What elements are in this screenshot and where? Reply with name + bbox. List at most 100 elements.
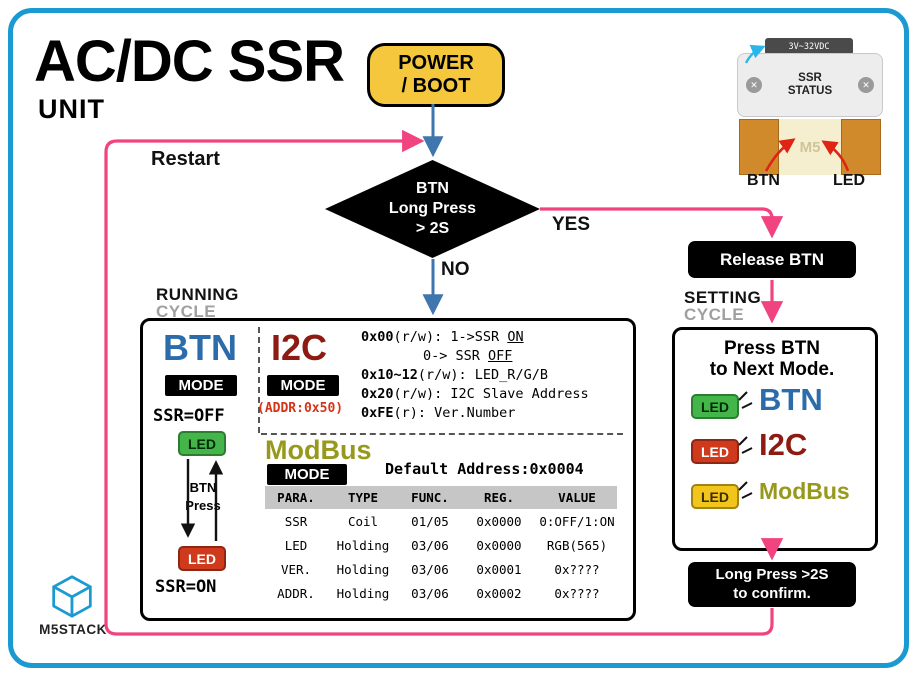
reg-addr: 0x20 xyxy=(361,386,394,402)
setting-mode-modbus: ModBus xyxy=(759,478,850,504)
modbus-table-cell: Coil xyxy=(347,513,379,529)
modbus-table: PARA. TYPE FUNC. REG. VALUE SSR Coil 01/… xyxy=(265,486,617,605)
reg-text: (r/w): I2C Slave Address xyxy=(393,386,589,402)
yes-label: YES xyxy=(552,214,591,235)
setting-mode-i2c: I2C xyxy=(759,427,808,462)
terminal-left xyxy=(739,119,779,175)
voltage-connector: 3V~32VDC xyxy=(765,38,853,55)
modbus-table-cell: 0x0000 xyxy=(476,513,522,529)
modbus-table-cell: 0x???? xyxy=(554,561,600,577)
modbus-table-cell: VER. xyxy=(280,561,312,577)
reg-text: (r): Ver.Number xyxy=(393,405,516,421)
modbus-table-header: FUNC. xyxy=(399,486,461,509)
modbus-table-cell: Holding xyxy=(336,585,390,601)
terminal-block: M5 xyxy=(739,119,881,175)
reg-addr: 0xFE xyxy=(361,405,394,421)
release-btn-box: Release BTN xyxy=(688,241,856,278)
ssr-off-label: SSR=OFF xyxy=(153,406,225,426)
setting-cycle-panel: Press BTN to Next Mode. LED BTN LED I2C … xyxy=(672,327,878,551)
reg-addr: 0x00 xyxy=(361,329,394,345)
confirm-box: Long Press >2S to confirm. xyxy=(688,562,856,607)
no-label: NO xyxy=(441,259,470,280)
register-line: 0xFE(r): Ver.Number xyxy=(361,404,589,423)
modbus-table-cell: Holding xyxy=(336,537,390,553)
setting-heading-line1: Press BTN xyxy=(723,338,821,359)
reg-text: (r/w): LED_R/G/B xyxy=(417,367,548,383)
product-led-label: LED xyxy=(833,172,865,189)
modbus-table-header: PARA. xyxy=(265,486,327,509)
modbus-mode-tag: MODE xyxy=(267,464,347,485)
power-boot-line1: POWER xyxy=(398,52,474,74)
confirm-line1: Long Press >2S xyxy=(715,565,829,583)
power-boot-line2: / BOOT xyxy=(401,75,471,97)
register-line: 0x10~12(r/w): LED_R/G/B xyxy=(361,366,589,385)
setting-mode-btn: BTN xyxy=(759,382,823,417)
led-red-chip: LED xyxy=(178,546,226,571)
modbus-table-cell: 0x???? xyxy=(554,585,600,601)
power-boot-button: POWER / BOOT xyxy=(367,43,505,107)
reg-text: 0-> SSR xyxy=(423,348,489,364)
modbus-table-cell: 0:OFF/1:ON xyxy=(539,513,615,529)
i2c-mode-title: I2C xyxy=(271,327,328,368)
modbus-table-header: REG. xyxy=(461,486,537,509)
setting-heading-line2: to Next Mode. xyxy=(709,359,835,380)
i2c-register-list: 0x00(r/w): 1->SSR ON 0-> SSR OFF 0x10~12… xyxy=(361,328,589,423)
reg-addr: 0x10~12 xyxy=(361,367,418,383)
divider-vertical xyxy=(258,327,260,433)
btn-mode-tag: MODE xyxy=(165,375,237,396)
page-subtitle: UNIT xyxy=(38,94,105,124)
setting-cycle-label: SETTING CYCLE xyxy=(684,289,761,323)
reg-underline: ON xyxy=(507,329,524,345)
screw-icon: ✕ xyxy=(857,77,874,93)
btn-press-line2: Press xyxy=(185,498,221,513)
module-watermark: M5 xyxy=(779,119,841,175)
decision-line2: Long Press xyxy=(388,200,477,217)
setting-led-red-chip: LED xyxy=(691,439,739,464)
ssr-module-face: ✕ SSR STATUS ✕ xyxy=(737,53,883,117)
modbus-table-cell: RGB(565) xyxy=(546,537,608,553)
btn-mode-title: BTN xyxy=(163,327,237,368)
running-cycle-panel: BTN MODE SSR=OFF LED BTN Press LED SSR=O… xyxy=(140,318,636,621)
modbus-table-cell: ADDR. xyxy=(277,585,315,601)
product-btn-label: BTN xyxy=(747,172,780,189)
modbus-table-cell: 0x0002 xyxy=(476,585,522,601)
modbus-table-cell: 01/05 xyxy=(411,513,449,529)
modbus-table-cell: 03/06 xyxy=(411,561,449,577)
reg-text: (r/w): 1->SSR xyxy=(393,329,508,345)
modbus-table-cell: LED xyxy=(284,537,308,553)
status-label: STATUS xyxy=(787,85,833,97)
page-title: AC/DC SSR xyxy=(34,29,345,94)
modbus-mode-title: ModBus xyxy=(265,435,372,465)
page-border xyxy=(8,8,909,668)
btn-press-line1: BTN xyxy=(189,480,217,495)
modbus-table-cell: 0x0000 xyxy=(476,537,522,553)
running-cycle-label: RUNNING CYCLE xyxy=(156,286,239,320)
screw-icon: ✕ xyxy=(746,77,762,93)
running-label: RUNNING xyxy=(156,285,239,304)
m5stack-logo-icon xyxy=(52,575,92,618)
register-line: 0x00(r/w): 1->SSR ON xyxy=(361,328,589,347)
i2c-mode-tag: MODE xyxy=(267,375,339,396)
led-green-chip: LED xyxy=(178,431,226,456)
modbus-default-address: Default Address:0x0004 xyxy=(385,460,584,478)
modbus-table-header: TYPE xyxy=(327,486,399,509)
modbus-table-cell: 03/06 xyxy=(411,537,449,553)
i2c-addr-label: (ADDR:0x50) xyxy=(257,401,344,416)
confirm-line2: to confirm. xyxy=(733,584,811,602)
setting-cycle-sub: CYCLE xyxy=(684,305,745,324)
ssr-on-label: SSR=ON xyxy=(155,577,217,597)
ssr-label: SSR xyxy=(798,71,822,84)
decision-line3: > 2S xyxy=(415,220,450,237)
decision-line1: BTN xyxy=(416,180,449,197)
modbus-table-cell: Holding xyxy=(336,561,390,577)
register-line: 0x20(r/w): I2C Slave Address xyxy=(361,385,589,404)
setting-led-green-chip: LED xyxy=(691,394,739,419)
terminal-right xyxy=(841,119,881,175)
register-line: 0-> SSR OFF xyxy=(423,347,589,366)
restart-label: Restart xyxy=(151,148,220,170)
setting-label: SETTING xyxy=(684,288,762,307)
reg-underline: OFF xyxy=(488,348,513,364)
btn-press-label: BTN Press xyxy=(177,479,229,515)
setting-led-yellow-chip: LED xyxy=(691,484,739,509)
